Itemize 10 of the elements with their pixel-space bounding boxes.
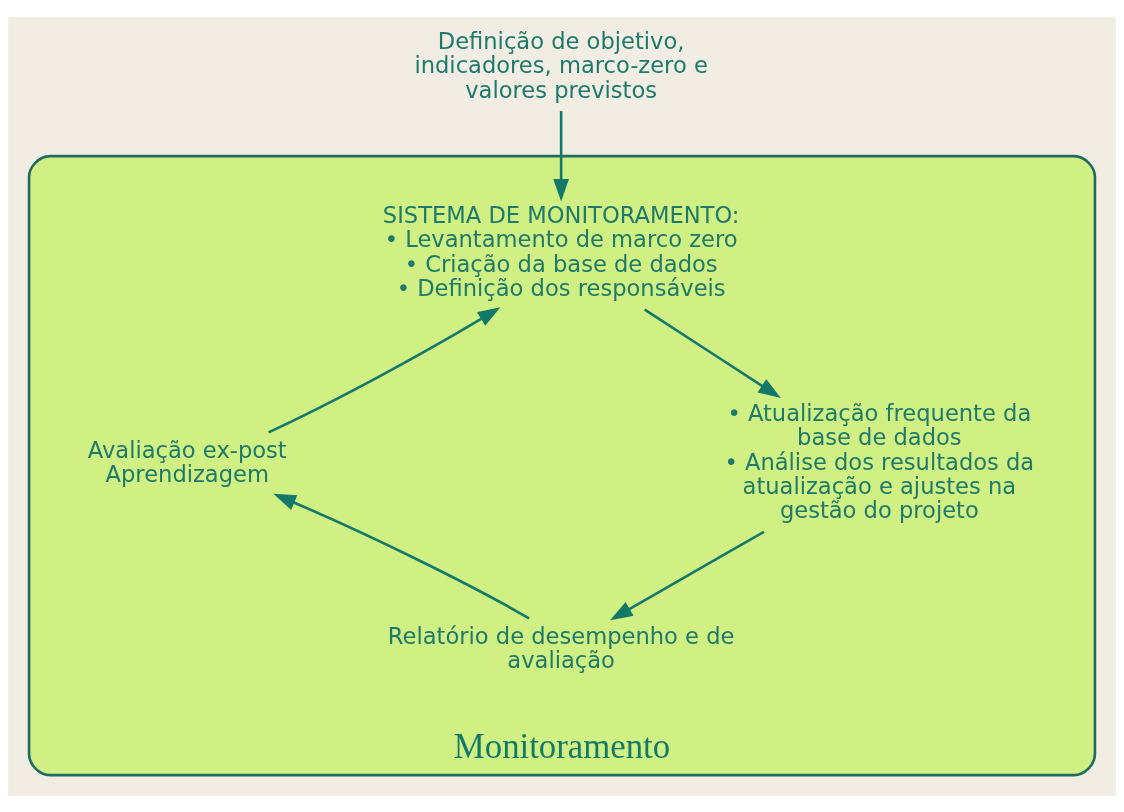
arrow bbox=[644, 308, 781, 398]
arrow bbox=[609, 530, 765, 620]
arrow bbox=[268, 306, 501, 434]
node-text: Definição de objetivo, indicadores, marco-zero e valores previstos bbox=[414, 27, 708, 103]
arrow bbox=[273, 493, 530, 620]
node-text: Relatório de desempenho e de avaliação bbox=[387, 622, 735, 673]
node-text: • Atualização frequente da base de dados • Análise dos resultados da atualização e ajustes na gestão do projeto bbox=[724, 399, 1035, 523]
node-text: SISTEMA DE MONITORAMENTO: • Levantamento de marco zero • Criação da base de dados • Definição dos responsáveis bbox=[382, 201, 740, 301]
arrow bbox=[553, 110, 570, 202]
node-text: Avaliação ex-post Aprendizagem bbox=[87, 436, 287, 487]
